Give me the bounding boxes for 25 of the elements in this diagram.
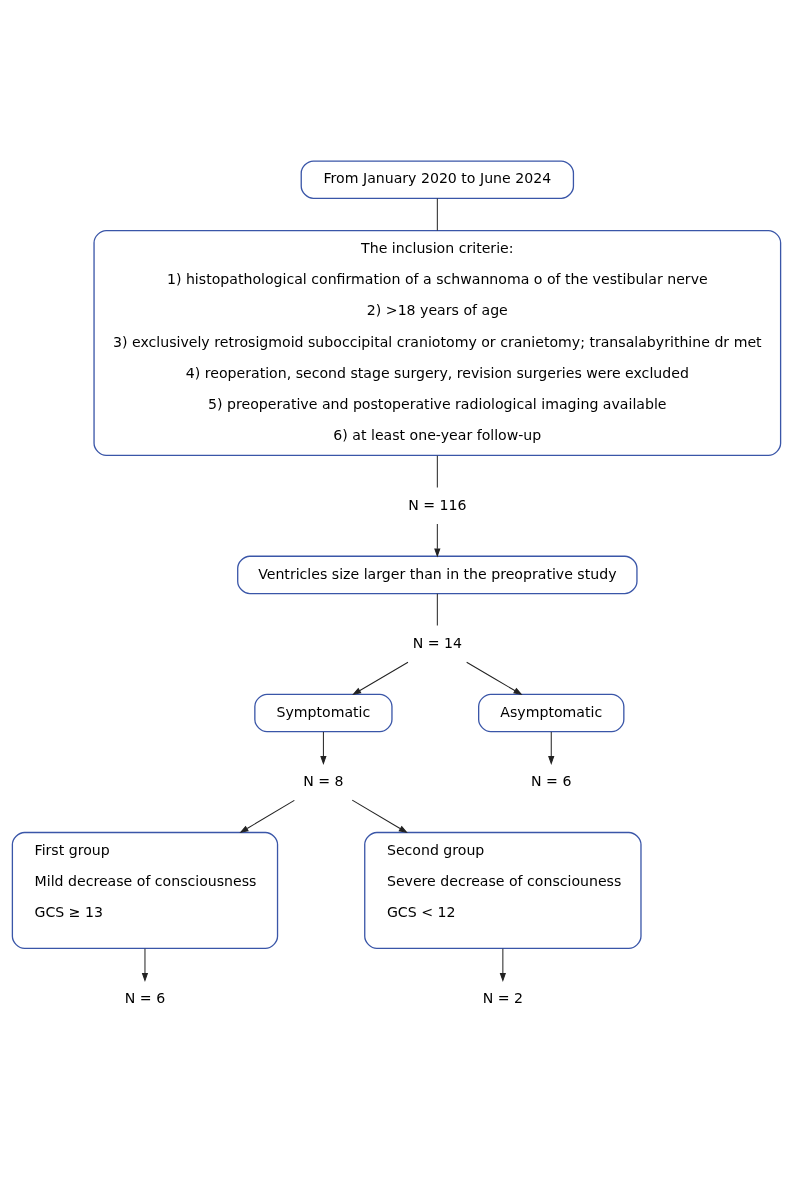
arrow	[320, 731, 327, 766]
arrow	[239, 799, 295, 834]
arrow	[499, 948, 507, 982]
arrow	[466, 661, 523, 696]
node-text: N = 14	[412, 634, 462, 651]
connector	[436, 455, 438, 489]
node-box: From January 2020 to June 2024	[300, 160, 575, 199]
node-text: N = 6	[531, 772, 572, 789]
node-text: N = 8	[303, 772, 344, 789]
node-box: First group Mild decrease of consciousness GCS ≥ 13	[11, 831, 279, 950]
node-box: Symptomatic	[254, 693, 393, 733]
arrow	[548, 731, 555, 766]
connector	[436, 198, 438, 232]
node-text: N = 6	[124, 989, 166, 1006]
arrow	[352, 661, 409, 696]
node-box: Second group Severe decrease of consciouness GCS < 12	[364, 831, 642, 950]
arrow	[141, 948, 149, 982]
connector	[436, 593, 438, 626]
arrow	[434, 523, 441, 558]
arrow	[351, 799, 408, 834]
node-text: N = 2	[482, 989, 524, 1006]
node-text: N = 116	[408, 496, 467, 513]
node-box: The inclusion criterie: 1) histopathological confirmation of a schwannoma o of the vestibular nerve 2) >18 years of age 3) exclusively retrosigmoid suboccipital craniotomy or cranietomy; transalabyrithine dr met 4) reoperation, second stage surgery, revision surgeries were excluded 5) preoperative and postoperative radiological imaging available 6) at least one-year follow-up	[93, 229, 782, 457]
node-box: Ventricles size larger than in the preoprative study	[237, 555, 638, 595]
node-box: Asymptomatic	[478, 693, 625, 733]
